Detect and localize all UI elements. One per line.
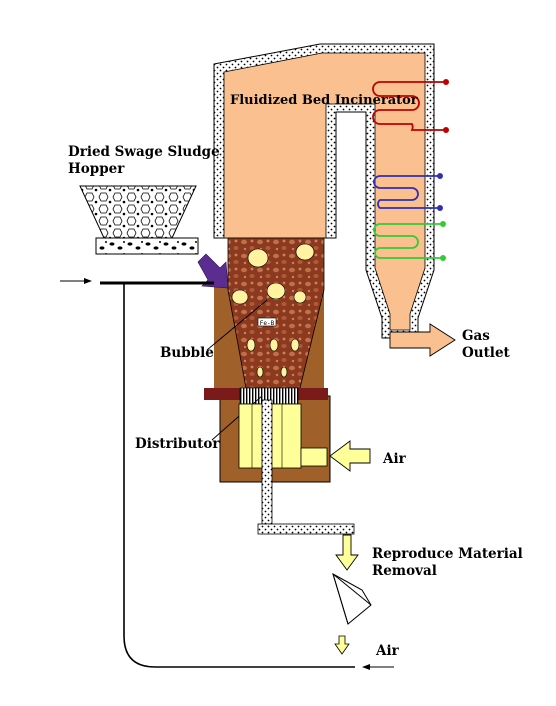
coil-red (372, 79, 449, 133)
inlet-arrow-left (60, 278, 92, 284)
bubbles (231, 243, 315, 378)
drain-pipe (257, 399, 355, 535)
air-inlet-pipe (300, 447, 328, 467)
incinerator-vessel (213, 43, 435, 339)
sludge-hopper (79, 185, 199, 255)
material-removal-label: Reproduce Material Removal (372, 546, 523, 580)
bed-label: Fe-B (260, 320, 275, 327)
heat-exchange-coils (372, 79, 449, 261)
hopper-label: Dried Swage Sludge Hopper (68, 144, 220, 178)
air-return-line (100, 281, 355, 668)
incinerator-label: Fluidized Bed Incinerator (230, 93, 418, 108)
air-down-arrow (334, 635, 350, 655)
bubble-label: Bubble (160, 345, 214, 361)
material-removal-arrow (335, 534, 359, 571)
air-inlet-label: Air (383, 451, 406, 467)
gas-outlet-arrow (389, 323, 456, 357)
gas-outlet-label: Gas Outlet (462, 328, 510, 362)
hopper-label-line1: Dried Swage Sludge (68, 144, 220, 160)
material-removal-label-line1: Reproduce Material (372, 546, 523, 562)
inlet-arrow-right (362, 664, 394, 670)
air-inlet-arrow (329, 440, 371, 472)
hopper-label-line2: Hopper (68, 161, 125, 177)
gas-outlet-label-line1: Gas (462, 328, 490, 344)
material-removal-label-line2: Removal (372, 563, 437, 579)
feed-arrow (197, 253, 229, 289)
bubble-pointer-line (206, 299, 268, 351)
air-bottom-label: Air (376, 643, 399, 659)
distributor-pointer-line (211, 395, 263, 441)
coil-green (373, 221, 446, 261)
distributor-label: Distributor (135, 436, 220, 452)
gas-outlet-label-line2: Outlet (462, 345, 510, 361)
coil-blue (373, 173, 443, 211)
separator-cone (332, 572, 372, 625)
